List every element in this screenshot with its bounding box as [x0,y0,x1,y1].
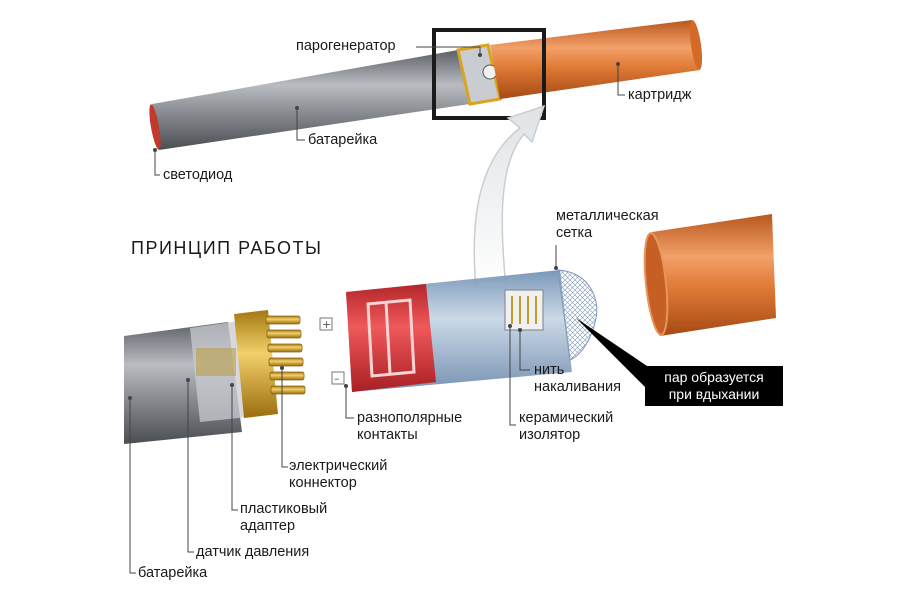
label-bipolar-contacts: разнополярные контакты [357,410,463,443]
exploded-view: + – [124,214,776,444]
top-battery-body [152,50,470,150]
assembled-e-cigarette [149,20,703,150]
svg-text:+: + [322,318,331,331]
diagram-title: ПРИНЦИП РАБОТЫ [131,238,323,258]
leader-lines [129,46,625,574]
label-ceramic-insulator: керамический изолятор [519,410,614,443]
zoom-arrow [473,104,546,289]
label-battery-bottom: батарейка [138,565,208,581]
zoom-frame [432,28,546,120]
label-electric-connector: электрический коннектор [289,458,388,491]
cartridge-opening [643,232,669,336]
led-tip [149,104,161,150]
vapor-note-callout: пар образуется при вдыхании [645,366,783,406]
svg-text:–: – [334,372,340,385]
cartridge-tube [652,214,776,336]
vapor-pointer [576,318,650,392]
label-filament: нить накаливания [534,362,621,395]
red-contacts-block [346,284,436,392]
label-battery-top: батарейка [308,132,378,148]
ceramic-insulator [504,289,544,331]
label-plastic-adapter: пластиковый адаптер [240,501,328,534]
label-metal-mesh: металлическая сетка [556,208,659,241]
metal-mesh-tip [557,269,598,361]
label-led: светодиод [163,167,233,183]
label-pressure-sensor: датчик давления [196,544,310,560]
connector-threads [265,315,306,395]
label-vapor-generator: парогенератор [296,38,396,54]
label-cartridge: картридж [628,87,692,103]
